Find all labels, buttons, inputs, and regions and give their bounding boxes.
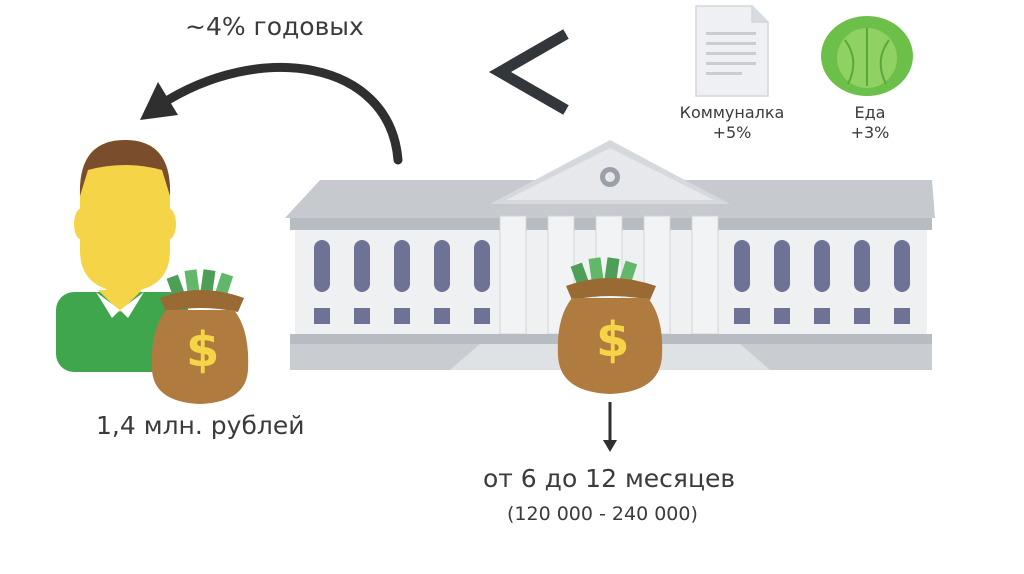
expense-utilities-change: +5% [712, 123, 752, 142]
document-icon [695, 5, 769, 97]
less-than-icon [488, 29, 569, 115]
money-bag-icon [151, 269, 249, 404]
deposit-term-label: от 6 до 12 месяцев [483, 464, 736, 493]
down-arrow-icon [603, 402, 617, 452]
expense-utilities: Коммуналка +5% [672, 103, 792, 143]
bank-money-bag-icon [557, 257, 663, 394]
curved-arrow-icon [140, 63, 403, 165]
cabbage-icon [821, 16, 913, 96]
capital-amount-label: 1,4 млн. рублей [96, 411, 305, 440]
interest-rate-label: ~4% годовых [185, 12, 364, 41]
expense-food-change: +3% [850, 123, 890, 142]
left-windows [314, 240, 490, 324]
dollar-sign-icon: $ [186, 322, 220, 378]
expense-food: Еда +3% [820, 103, 920, 143]
deposit-range-label: (120 000 - 240 000) [507, 503, 698, 525]
expense-food-name: Еда [854, 103, 886, 122]
expense-utilities-name: Коммуналка [679, 103, 785, 122]
bank-dollar-sign-icon: $ [596, 312, 630, 368]
right-windows [734, 240, 910, 324]
